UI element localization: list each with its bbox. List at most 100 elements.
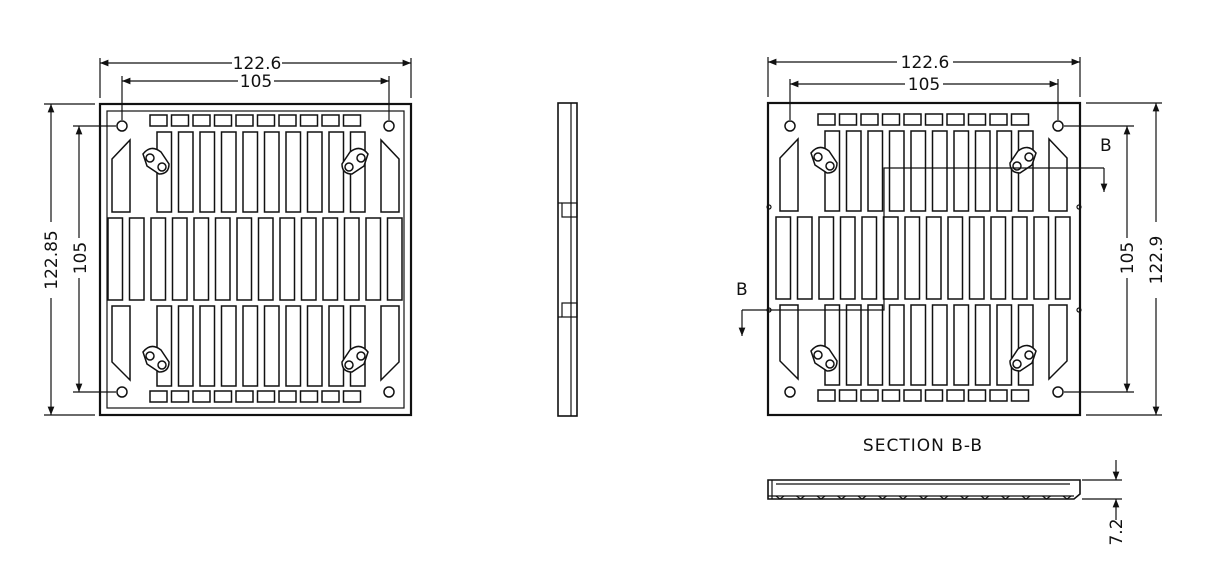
- section-ribs: [771, 480, 1072, 500]
- dim-label-right-width-outer: 122.6: [901, 53, 950, 73]
- front-outer-frame: [98, 102, 413, 417]
- right-middle-slot: [775, 216, 792, 300]
- right-boss-hole: [1024, 350, 1034, 360]
- front-middle-slot: [279, 217, 296, 301]
- front-boss-hole: [145, 153, 155, 163]
- front-upper-slot: [242, 131, 259, 213]
- right-boss-hole: [1012, 359, 1022, 369]
- front-bottom-slot: [235, 390, 254, 403]
- section-rib: [796, 495, 805, 500]
- side-clip-upper: [561, 202, 578, 218]
- section-rib: [919, 495, 928, 500]
- front-view: 122.6 105 122.85 105: [42, 54, 413, 417]
- front-bottom-slot: [192, 390, 211, 403]
- front-lower-slot: [156, 305, 173, 387]
- right-boss-hole: [813, 350, 823, 360]
- dim-front-height-holes: 105: [71, 125, 116, 393]
- right-bottom-slot: [924, 389, 944, 402]
- front-middle-slot: [107, 217, 124, 301]
- front-lower-slot: [242, 305, 259, 387]
- right-mount-hole-bottom-left: [784, 386, 796, 398]
- front-middle-slot: [171, 217, 188, 301]
- dim-label-section-thickness: 7.2: [1107, 518, 1127, 545]
- dim-front-width-outer: 122.6: [99, 54, 412, 98]
- front-top-slot: [278, 114, 297, 127]
- front-bottom-slot: [213, 390, 233, 403]
- right-upper-slot: [974, 130, 991, 212]
- dim-right-height-holes: 105: [1064, 125, 1138, 393]
- section-mark-left: B: [736, 280, 748, 300]
- right-top-slot: [860, 113, 879, 126]
- right-bottom-slot: [903, 389, 922, 402]
- section-rib: [816, 495, 826, 500]
- front-upper-slot: [328, 131, 345, 213]
- right-top-slot: [1010, 113, 1030, 126]
- right-lower-slot: [910, 304, 927, 386]
- right-boss-hole: [1024, 152, 1034, 162]
- front-middle-slot: [343, 217, 360, 301]
- front-middle-slot: [150, 217, 167, 301]
- mount-hole-top-left: [116, 120, 128, 132]
- front-side-slot: [380, 138, 400, 213]
- front-upper-slot: [306, 131, 323, 213]
- front-top-slot: [299, 114, 319, 127]
- right-lower-slot: [953, 304, 970, 386]
- right-outer-frame: [766, 101, 1082, 417]
- front-lower-slot: [220, 305, 237, 387]
- section-rib: [939, 495, 949, 500]
- dim-front-height-outer: 122.85: [42, 103, 95, 416]
- right-bottom-slot: [1010, 389, 1030, 402]
- right-middle-slot: [818, 216, 835, 300]
- right-side-slot: [779, 137, 799, 212]
- dim-right-width-holes: 105: [789, 75, 1059, 120]
- front-upper-slot: [220, 131, 237, 213]
- section-rib: [960, 495, 969, 500]
- front-side-slot: [111, 138, 131, 213]
- right-boss-hole: [813, 152, 823, 162]
- front-boss-hole: [344, 162, 354, 172]
- right-middle-slot: [839, 216, 856, 300]
- right-bottom-slot: [881, 389, 901, 402]
- side-clip-lower: [561, 302, 578, 318]
- right-side-slot: [779, 304, 799, 381]
- front-upper-slot: [177, 131, 194, 213]
- side-profile: [557, 102, 578, 417]
- front-top-slot: [256, 114, 276, 127]
- right-upper-slot: [953, 130, 970, 212]
- front-upper-slot: [285, 131, 302, 213]
- right-upper-slot: [910, 130, 927, 212]
- right-boss-hole: [1012, 161, 1022, 171]
- right-top-slot: [967, 113, 987, 126]
- section-rib: [1042, 495, 1051, 500]
- right-upper-slot: [931, 130, 948, 212]
- right-top-slot: [838, 113, 858, 126]
- front-top-slot: [170, 114, 190, 127]
- dim-front-width-holes: 105: [121, 72, 390, 120]
- front-top-slot: [149, 114, 168, 127]
- dim-label-front-height-outer: 122.85: [42, 230, 62, 289]
- front-top-slot: [235, 114, 254, 127]
- front-top-slot: [321, 114, 340, 127]
- section-rib: [1001, 495, 1010, 500]
- front-lower-slot: [177, 305, 194, 387]
- right-bottom-slot: [817, 389, 836, 402]
- right-bottom-slot: [838, 389, 858, 402]
- right-middle-slot: [1054, 216, 1071, 300]
- dim-label-front-height-holes: 105: [71, 242, 91, 274]
- front-middle-slot: [386, 217, 403, 301]
- right-mount-hole-top-right: [1052, 120, 1064, 132]
- right-middle-slot: [1033, 216, 1050, 300]
- front-lower-slot: [199, 305, 216, 387]
- right-grille: [775, 113, 1071, 402]
- section-title: SECTION B-B: [863, 436, 983, 456]
- right-middle-slot: [1011, 216, 1028, 300]
- right-top-slot: [989, 113, 1008, 126]
- dim-label-right-height-outer: 122.9: [1147, 236, 1167, 285]
- dim-label-right-height-holes: 105: [1118, 242, 1138, 274]
- section-rib: [837, 495, 846, 500]
- section-rib: [857, 495, 867, 500]
- front-lower-slot: [328, 305, 345, 387]
- dim-right-height-outer: 122.9: [1086, 102, 1167, 416]
- right-bottom-slot: [989, 389, 1008, 402]
